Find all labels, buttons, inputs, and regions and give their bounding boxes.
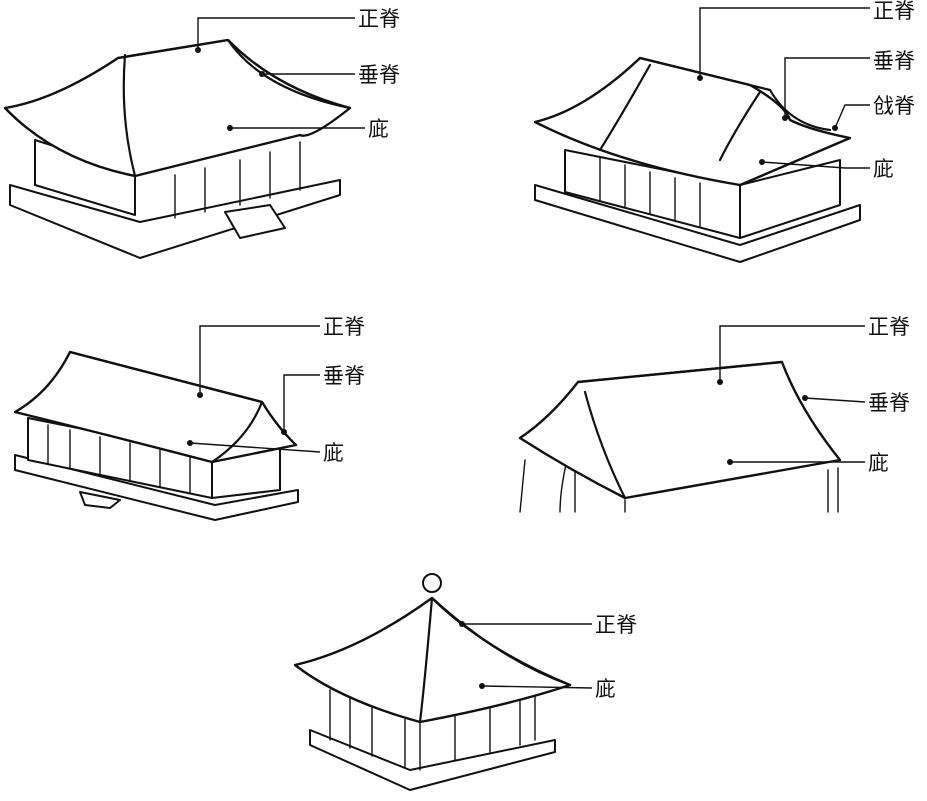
leader-2-chuiji-dot xyxy=(782,115,788,121)
leader-4-chuiji-dot xyxy=(802,395,808,401)
label-3-pi: 庛 xyxy=(323,441,344,465)
leader-4-zhengji-dot xyxy=(717,379,723,385)
building-2-columns xyxy=(599,157,701,227)
leader-5-zhengji-dot xyxy=(459,621,465,627)
leader-2-zhengji xyxy=(699,7,870,78)
label-3-chuiji: 垂脊 xyxy=(323,364,365,388)
label-4-chuiji: 垂脊 xyxy=(868,391,910,415)
building-overhanging-gable-roof xyxy=(13,350,299,521)
building-gable-roof xyxy=(518,360,842,513)
leader-2-chuiji xyxy=(784,57,870,118)
leader-3-chuiji xyxy=(283,374,320,432)
building-1-columns xyxy=(134,134,301,219)
building-5-columns xyxy=(329,689,536,771)
building-3-columns xyxy=(47,424,191,494)
building-5-ridges xyxy=(418,596,572,724)
label-2-qiangji: 戗脊 xyxy=(873,94,915,118)
building-2-ridges xyxy=(598,56,832,162)
building-5-finial xyxy=(422,573,442,593)
label-2-zhengji: 正脊 xyxy=(873,0,915,23)
label-3-zhengji: 正脊 xyxy=(323,315,365,339)
label-2-pi: 庛 xyxy=(873,157,894,181)
leader-1-zhengji-dot xyxy=(195,47,201,53)
leader-5-pi-dot xyxy=(479,683,485,689)
label-1-chuiji: 垂脊 xyxy=(358,63,400,87)
leader-4-chuiji xyxy=(804,397,866,403)
building-1-ridge xyxy=(116,38,352,178)
leader-4-pi-dot xyxy=(727,459,733,465)
leader-3-chuiji-dot xyxy=(281,429,287,435)
building-gable-hip-roof xyxy=(533,56,861,263)
building-2-roof xyxy=(533,56,852,187)
building-3-ridges xyxy=(68,350,264,464)
building-4-ridges xyxy=(576,360,784,500)
leader-3-pi-dot xyxy=(187,440,193,446)
label-4-pi: 庛 xyxy=(868,451,889,475)
leader-2-pi xyxy=(761,161,870,169)
building-1-base xyxy=(9,179,341,259)
label-5-pi: 庛 xyxy=(595,677,616,701)
leader-3-zhengji-dot xyxy=(197,392,203,398)
building-pyramidal-roof xyxy=(293,573,572,791)
building-4-roof xyxy=(518,360,842,500)
label-5-zhengji: 正脊 xyxy=(595,613,637,637)
building-hip-roof xyxy=(3,38,352,259)
label-4-zhengji: 正脊 xyxy=(868,315,910,339)
leader-1-zhengji xyxy=(197,17,355,50)
building-1-steps xyxy=(224,204,286,239)
leader-1-pi-dot xyxy=(227,125,233,131)
label-1-zhengji: 正脊 xyxy=(358,7,400,31)
leader-2-qiangji xyxy=(834,104,870,129)
leader-3-pi xyxy=(189,442,321,453)
leader-2-zhengji-dot xyxy=(697,75,703,81)
building-2-base xyxy=(534,184,861,263)
label-2-chuiji: 垂脊 xyxy=(873,49,915,73)
leader-4-zhengji xyxy=(719,325,865,382)
building-3-steps xyxy=(79,491,121,509)
leader-3-zhengji xyxy=(199,325,320,395)
leader-1-chuiji-dot xyxy=(259,71,265,77)
building-3-roof xyxy=(13,350,298,464)
leader-2-pi-dot xyxy=(759,159,765,165)
building-5-roof xyxy=(293,596,572,724)
leader-2-qiangji-dot xyxy=(832,125,838,131)
building-3-base xyxy=(14,454,299,521)
leader-5-pi xyxy=(481,685,593,689)
building-5-base xyxy=(309,729,556,791)
label-1-pi: 庛 xyxy=(368,117,389,141)
